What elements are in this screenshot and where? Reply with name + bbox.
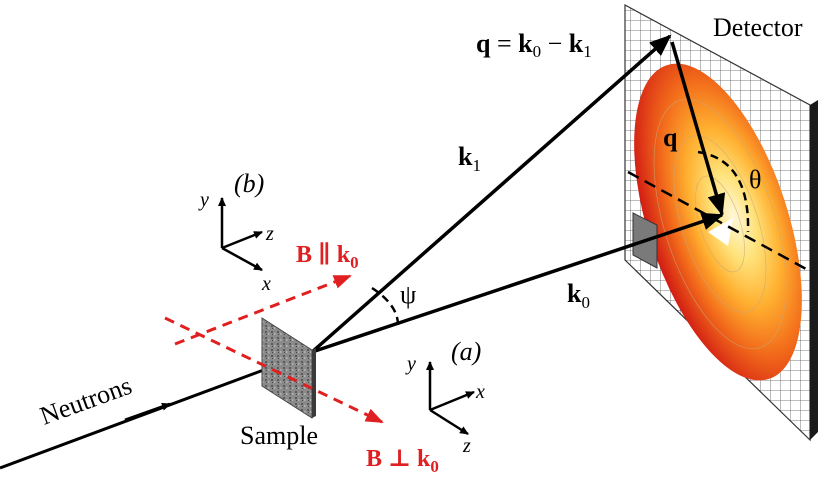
q-vector-label: q (663, 123, 678, 152)
axis-b-x-label: x (261, 273, 271, 295)
axis-a-y-label: y (405, 353, 416, 375)
field-perpendicular-dashed (164, 316, 384, 424)
k1-label: k1 (458, 142, 481, 175)
k0-label: k0 (567, 279, 590, 312)
axes-a (426, 361, 475, 436)
axis-a-z-label: z (462, 435, 471, 457)
axes-b (218, 197, 263, 272)
psi-arc (371, 286, 400, 326)
axis-a-x-label: x (475, 381, 485, 403)
q-vector (670, 41, 726, 216)
sample (261, 317, 316, 419)
b-parallel-label: B ∥ k0 (296, 242, 359, 272)
axis-b-y-label: y (198, 189, 209, 211)
k1-vector (310, 34, 672, 354)
beam-center-spot (708, 218, 733, 246)
panel-b-label: (b) (234, 169, 264, 198)
field-axis-dashed (174, 274, 352, 346)
k0-vector (311, 212, 724, 354)
detector-rings (653, 98, 787, 350)
detector-axis-dashed (627, 170, 809, 272)
psi-label: ψ (400, 280, 416, 309)
axis-b-z-label: z (265, 223, 274, 245)
neutron-direction-arrow (124, 402, 171, 422)
detector-label: Detector (713, 13, 803, 42)
panel-a-label: (a) (451, 337, 481, 366)
q-equation: q = k0 − k1 (476, 29, 592, 61)
detector-panel (624, 3, 818, 442)
sample-label: Sample (240, 421, 318, 450)
theta-arc (697, 150, 750, 233)
theta-label: θ (749, 165, 761, 194)
b-perpendicular-label: B ⊥ k0 (366, 446, 439, 476)
